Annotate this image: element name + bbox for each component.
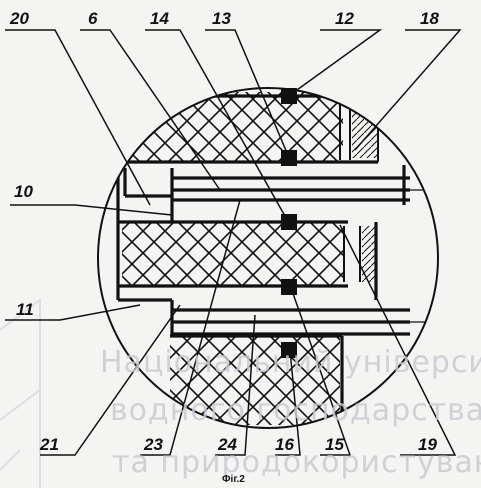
- label-6: 6: [88, 9, 98, 28]
- label-18: 18: [420, 9, 439, 28]
- label-14: 14: [150, 9, 169, 28]
- label-21: 21: [39, 435, 59, 454]
- label-15: 15: [325, 435, 344, 454]
- label-23: 23: [143, 435, 163, 454]
- watermark-line-1: Національний університет: [100, 345, 481, 380]
- label-19: 19: [418, 435, 437, 454]
- detail-circle: [97, 87, 439, 429]
- watermark-line-3: та природокористування: [112, 445, 481, 480]
- label-11: 11: [16, 300, 34, 319]
- leader-lines: [5, 29, 462, 456]
- winding-upper: [118, 92, 343, 162]
- label-24: 24: [217, 435, 237, 454]
- winding-middle: [122, 222, 344, 286]
- watermark-logo: [0, 298, 41, 488]
- label-16: 16: [275, 435, 294, 454]
- label-10: 10: [14, 182, 33, 201]
- label-13: 13: [212, 9, 231, 28]
- label-20: 20: [9, 9, 29, 28]
- seal-markers: [281, 88, 297, 358]
- watermark-line-2: водного господарства: [110, 393, 481, 428]
- label-12: 12: [335, 9, 354, 28]
- figure-caption: Фіг.2: [222, 474, 245, 485]
